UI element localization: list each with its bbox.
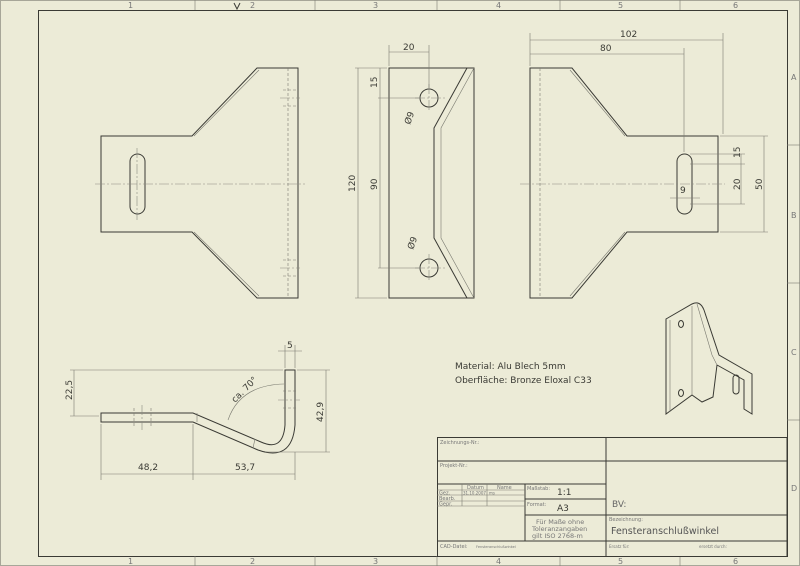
note-surface: Oberfläche: Bronze Eloxal C33 [455, 376, 592, 386]
dim-side-482: 48,2 [138, 463, 158, 473]
cad-file: Fensteranschlußwinkel [476, 545, 516, 549]
zone-col-4: 4 [496, 1, 501, 10]
tolerance-line-1: Für Maße ohne [536, 518, 584, 526]
massstab-value: 1:1 [557, 488, 571, 498]
dim-side-thick: 5 [287, 341, 293, 351]
dim-mid-height: 120 [348, 175, 358, 192]
label-massstab: Maßstab: [527, 486, 550, 492]
label-projekt-nr: Projekt-Nr.: [440, 463, 468, 469]
tolerance-line-2: Toleranzangaben [531, 525, 587, 533]
dim-side-429: 42,9 [316, 402, 326, 422]
dim-side-22: 22,5 [65, 380, 75, 400]
zone-col-2: 2 [250, 1, 255, 10]
zone-row-c: C [791, 348, 797, 357]
label-gez: Gez. [439, 491, 451, 497]
label-bezeichnung: Bezeichnung: [609, 517, 643, 523]
tolerance-line-3: gilt ISO 2768-m [532, 532, 583, 540]
bv-label: BV: [612, 500, 626, 510]
dim-slot-15: 15 [733, 147, 743, 158]
format-value: A3 [557, 504, 569, 514]
label-cad-datei: CAD-Datei: [440, 544, 468, 550]
zone-col-5: 5 [618, 1, 623, 10]
dim-slot-9: 9 [680, 186, 686, 196]
right-view: 102 80 15 20 50 9 [520, 30, 768, 299]
zone-col-5-bottom: 5 [618, 557, 623, 566]
label-zeichnungs-nr: Zeichnungs-Nr.: [440, 440, 480, 446]
gez-date: 31.10.2007 [463, 491, 486, 496]
zone-col-6: 6 [733, 1, 738, 10]
isometric-view [665, 302, 753, 415]
dim-slot-50: 50 [755, 178, 765, 190]
front-view [95, 67, 305, 299]
drawing-frame [38, 10, 788, 557]
label-bearb: Bearb. [439, 496, 456, 502]
label-name: Name [497, 485, 512, 491]
dim-side-angle: ca. 70° [230, 375, 260, 405]
side-view: ca. 70° 5 22,5 42,9 48,2 53,7 [65, 341, 330, 480]
label-ersetzt-durch: ersetzt durch: [699, 544, 727, 549]
zone-row-a: A [791, 73, 797, 82]
gez-name: ms [489, 491, 495, 496]
dim-side-537: 53,7 [235, 463, 255, 473]
zone-col-3-bottom: 3 [373, 557, 378, 566]
label-ersatz-fuer: Ersatz für: [609, 544, 630, 549]
dim-slot-20: 20 [733, 178, 743, 190]
zone-col-6-bottom: 6 [733, 557, 738, 566]
part-name: Fensteranschlußwinkel [611, 526, 719, 537]
zone-col-4-bottom: 4 [496, 557, 501, 566]
center-mark-top [233, 2, 241, 11]
zone-col-2-bottom: 2 [250, 557, 255, 566]
zone-col-1: 1 [128, 1, 133, 10]
title-block: Zeichnungs-Nr.: Projekt-Nr.: Datum Name … [437, 437, 788, 557]
note-material: Material: Alu Blech 5mm [455, 362, 566, 372]
dim-hole-bottom: Ø9 [405, 235, 420, 251]
zone-labels: 1 2 3 4 5 6 1 2 3 4 5 6 A B C D [128, 1, 797, 566]
dim-mid-top: 15 [370, 77, 380, 88]
middle-view: 20 120 15 90 Ø9 Ø9 [348, 43, 475, 299]
dim-hole-top: Ø9 [402, 110, 417, 126]
zone-row-d: D [791, 484, 797, 493]
zone-col-1-bottom: 1 [128, 557, 133, 566]
zone-dividers [194, 0, 800, 566]
label-format: Format: [527, 502, 547, 508]
dim-mid-holes: 90 [370, 178, 380, 190]
dim-right-slot-pos: 80 [600, 44, 612, 54]
zone-row-b: B [791, 211, 797, 220]
zone-col-3: 3 [373, 1, 378, 10]
dim-mid-width: 20 [403, 43, 415, 53]
label-gepr: Gepr. [439, 502, 453, 508]
dim-right-total: 102 [620, 30, 637, 40]
label-datum: Datum [467, 485, 484, 491]
